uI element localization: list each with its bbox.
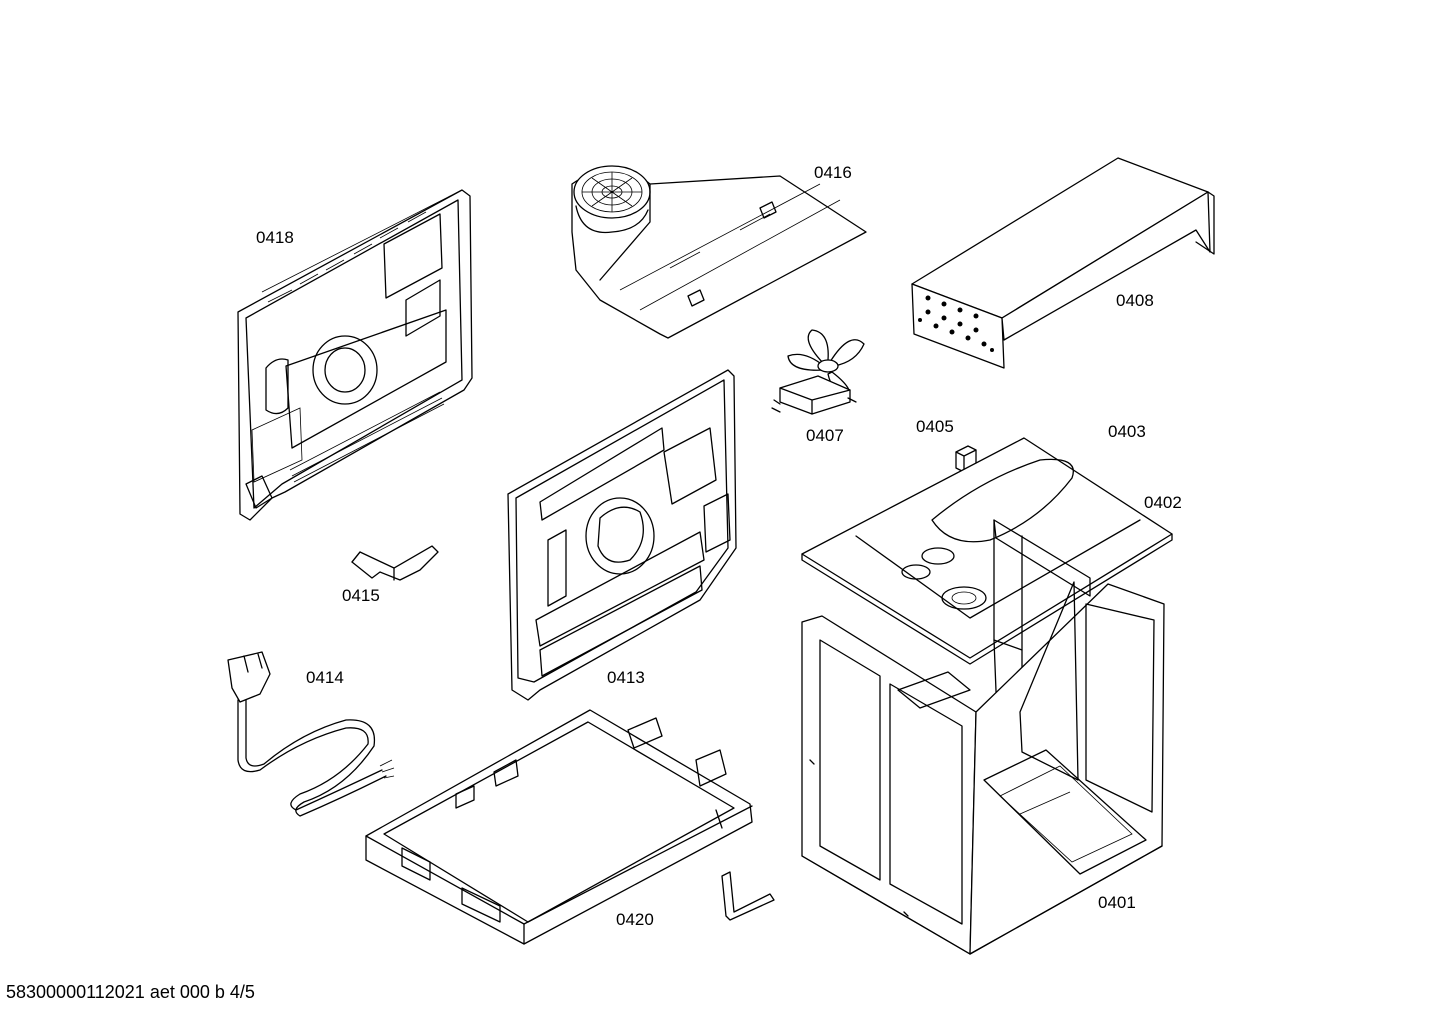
part-0418-rear-panel — [237, 189, 473, 521]
part-0416-fan-housing — [571, 165, 867, 339]
label-0418: 0418 — [256, 228, 294, 247]
label-0413: 0413 — [607, 668, 645, 687]
part-0420-base-tray — [365, 709, 753, 945]
part-l-bracket — [721, 871, 775, 921]
part-0407-fan-motor — [771, 329, 865, 415]
label-0402: 0402 — [1144, 493, 1182, 512]
label-0407: 0407 — [806, 426, 844, 445]
part-0413-rear-wall — [507, 369, 737, 701]
part-0415-bracket — [351, 545, 439, 581]
label-0420: 0420 — [616, 910, 654, 929]
label-0405: 0405 — [916, 417, 954, 436]
label-0416: 0416 — [814, 163, 852, 182]
part-0402-top-plate — [801, 437, 1173, 665]
label-0401: 0401 — [1098, 893, 1136, 912]
label-0408: 0408 — [1116, 291, 1154, 310]
label-0415: 0415 — [342, 586, 380, 605]
part-0414-power-cord — [227, 651, 395, 817]
label-0403: 0403 — [1108, 422, 1146, 441]
label-0414: 0414 — [306, 668, 344, 687]
diagram-reference-code: 58300000112021 aet 000 b 4/5 — [6, 982, 255, 1002]
part-0408-top-cover — [911, 157, 1215, 369]
part-0401-oven-housing — [801, 581, 1165, 955]
